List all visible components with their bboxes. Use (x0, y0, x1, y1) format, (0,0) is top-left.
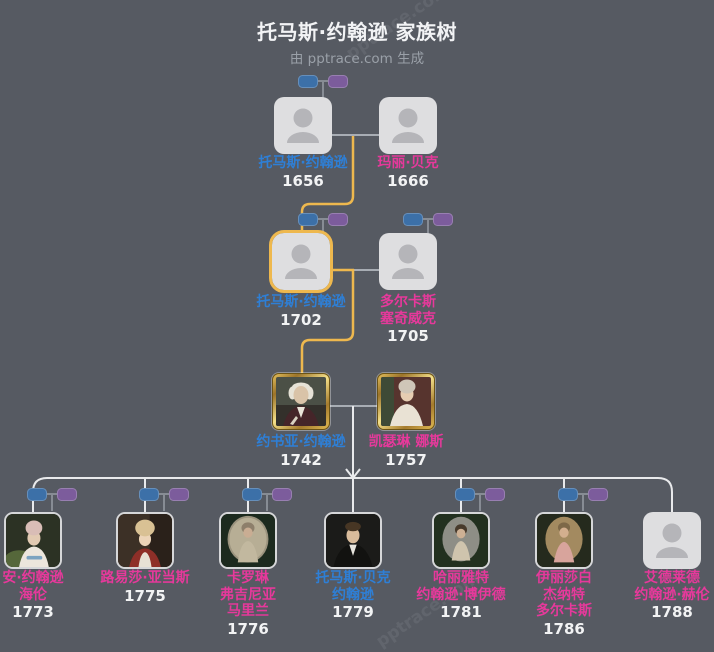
person-icon (392, 108, 424, 143)
mini-node-female[interactable] (485, 488, 505, 501)
mini-node-male[interactable] (139, 488, 159, 501)
person-node-child-3[interactable] (219, 512, 277, 569)
person-node-child-4[interactable] (324, 512, 382, 569)
mini-node-male[interactable] (403, 213, 423, 226)
portrait-oval-miniature (434, 514, 488, 567)
mini-node-male[interactable] (242, 488, 262, 501)
person-node-g3-mother[interactable] (377, 373, 435, 430)
portrait-oval-miniature (537, 514, 591, 567)
person-node-child-7[interactable] (643, 512, 701, 569)
mini-node-male[interactable] (298, 75, 318, 88)
tree-connector-lines (32, 80, 673, 512)
mini-node-female[interactable] (328, 213, 348, 226)
person-icon (285, 244, 317, 279)
portrait-woman-in-white (381, 377, 431, 426)
person-node-g3-father[interactable] (272, 373, 330, 430)
person-node-g1-mother[interactable] (379, 97, 437, 154)
person-node-child-2[interactable] (116, 512, 174, 569)
mini-node-male[interactable] (455, 488, 475, 501)
mini-node-female[interactable] (588, 488, 608, 501)
mini-node-female[interactable] (328, 75, 348, 88)
person-node-child-5[interactable] (432, 512, 490, 569)
person-node-child-6[interactable] (535, 512, 593, 569)
portrait-man-black-coat (326, 514, 380, 567)
mini-node-male[interactable] (558, 488, 578, 501)
page-title: 托马斯·约翰逊 家族树 (256, 20, 458, 44)
mini-node-male[interactable] (298, 213, 318, 226)
mini-node-female[interactable] (169, 488, 189, 501)
person-node-g2-father-highlighted[interactable] (269, 230, 333, 293)
person-node-g1-father[interactable] (274, 97, 332, 154)
person-icon (392, 244, 424, 279)
person-node-g2-mother[interactable] (379, 233, 437, 290)
portrait-man-in-wig (276, 377, 326, 426)
portrait-woman-red-shawl (118, 514, 172, 567)
person-icon (287, 108, 319, 143)
page-subtitle: 由 pptrace.com 生成 (289, 51, 425, 67)
portrait-oval-miniature (221, 514, 275, 567)
person-icon (656, 523, 688, 558)
mini-node-female[interactable] (433, 213, 453, 226)
mini-node-female[interactable] (57, 488, 77, 501)
mini-node-male[interactable] (27, 488, 47, 501)
person-node-child-1[interactable] (4, 512, 62, 569)
portrait-woman-white-dress (6, 514, 60, 567)
mini-node-female[interactable] (272, 488, 292, 501)
